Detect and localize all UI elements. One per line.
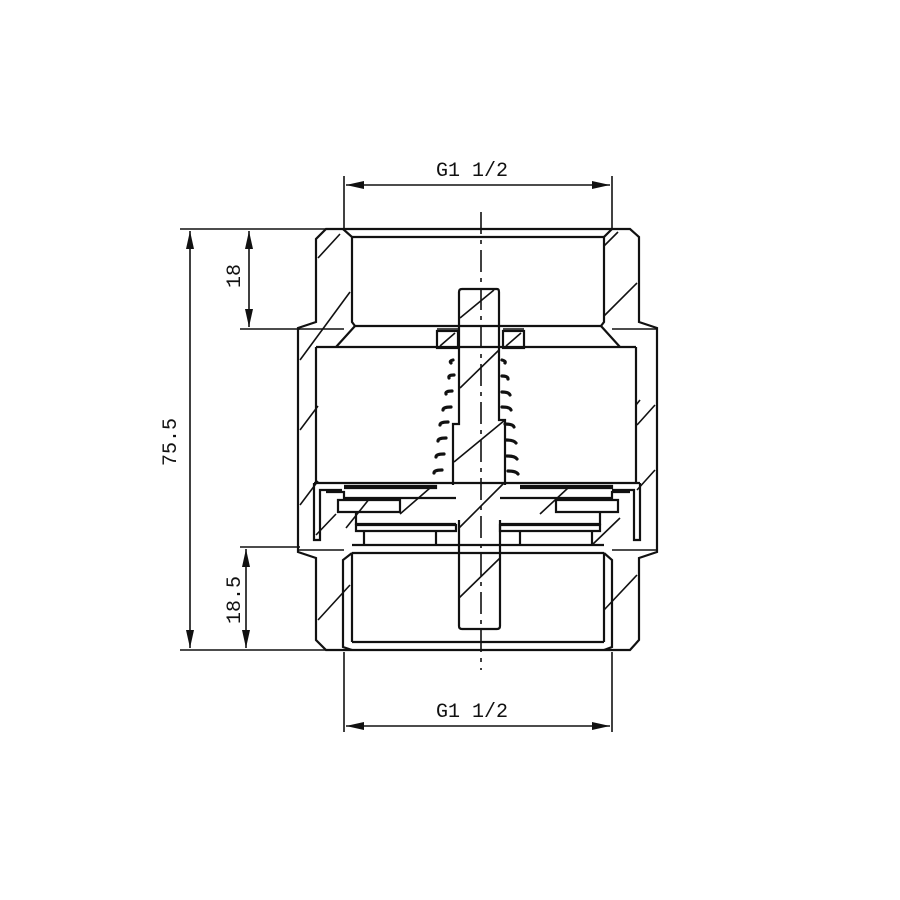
top-depth-label: 18 <box>224 263 248 289</box>
spring <box>432 358 520 476</box>
bottom-bore <box>343 553 612 652</box>
top-thread-label: G1 1/2 <box>436 160 509 183</box>
valve-body-left-wall <box>296 227 356 652</box>
top-bore <box>316 227 636 349</box>
dimension-bottom-thread <box>343 652 613 732</box>
valve-disc-assembly <box>312 481 642 555</box>
dimension-overall-height <box>180 228 330 651</box>
overall-height-label: 75.5 <box>160 417 184 467</box>
valve-stem <box>451 287 507 631</box>
dimension-top-thread <box>343 176 613 228</box>
bottom-depth-label: 18.5 <box>224 575 248 625</box>
dimension-bottom-depth <box>240 546 300 648</box>
bottom-thread-label: G1 1/2 <box>436 701 509 724</box>
valve-body-right-wall <box>600 227 659 652</box>
inner-chamber <box>314 325 641 483</box>
dimension-top-depth <box>240 231 300 330</box>
